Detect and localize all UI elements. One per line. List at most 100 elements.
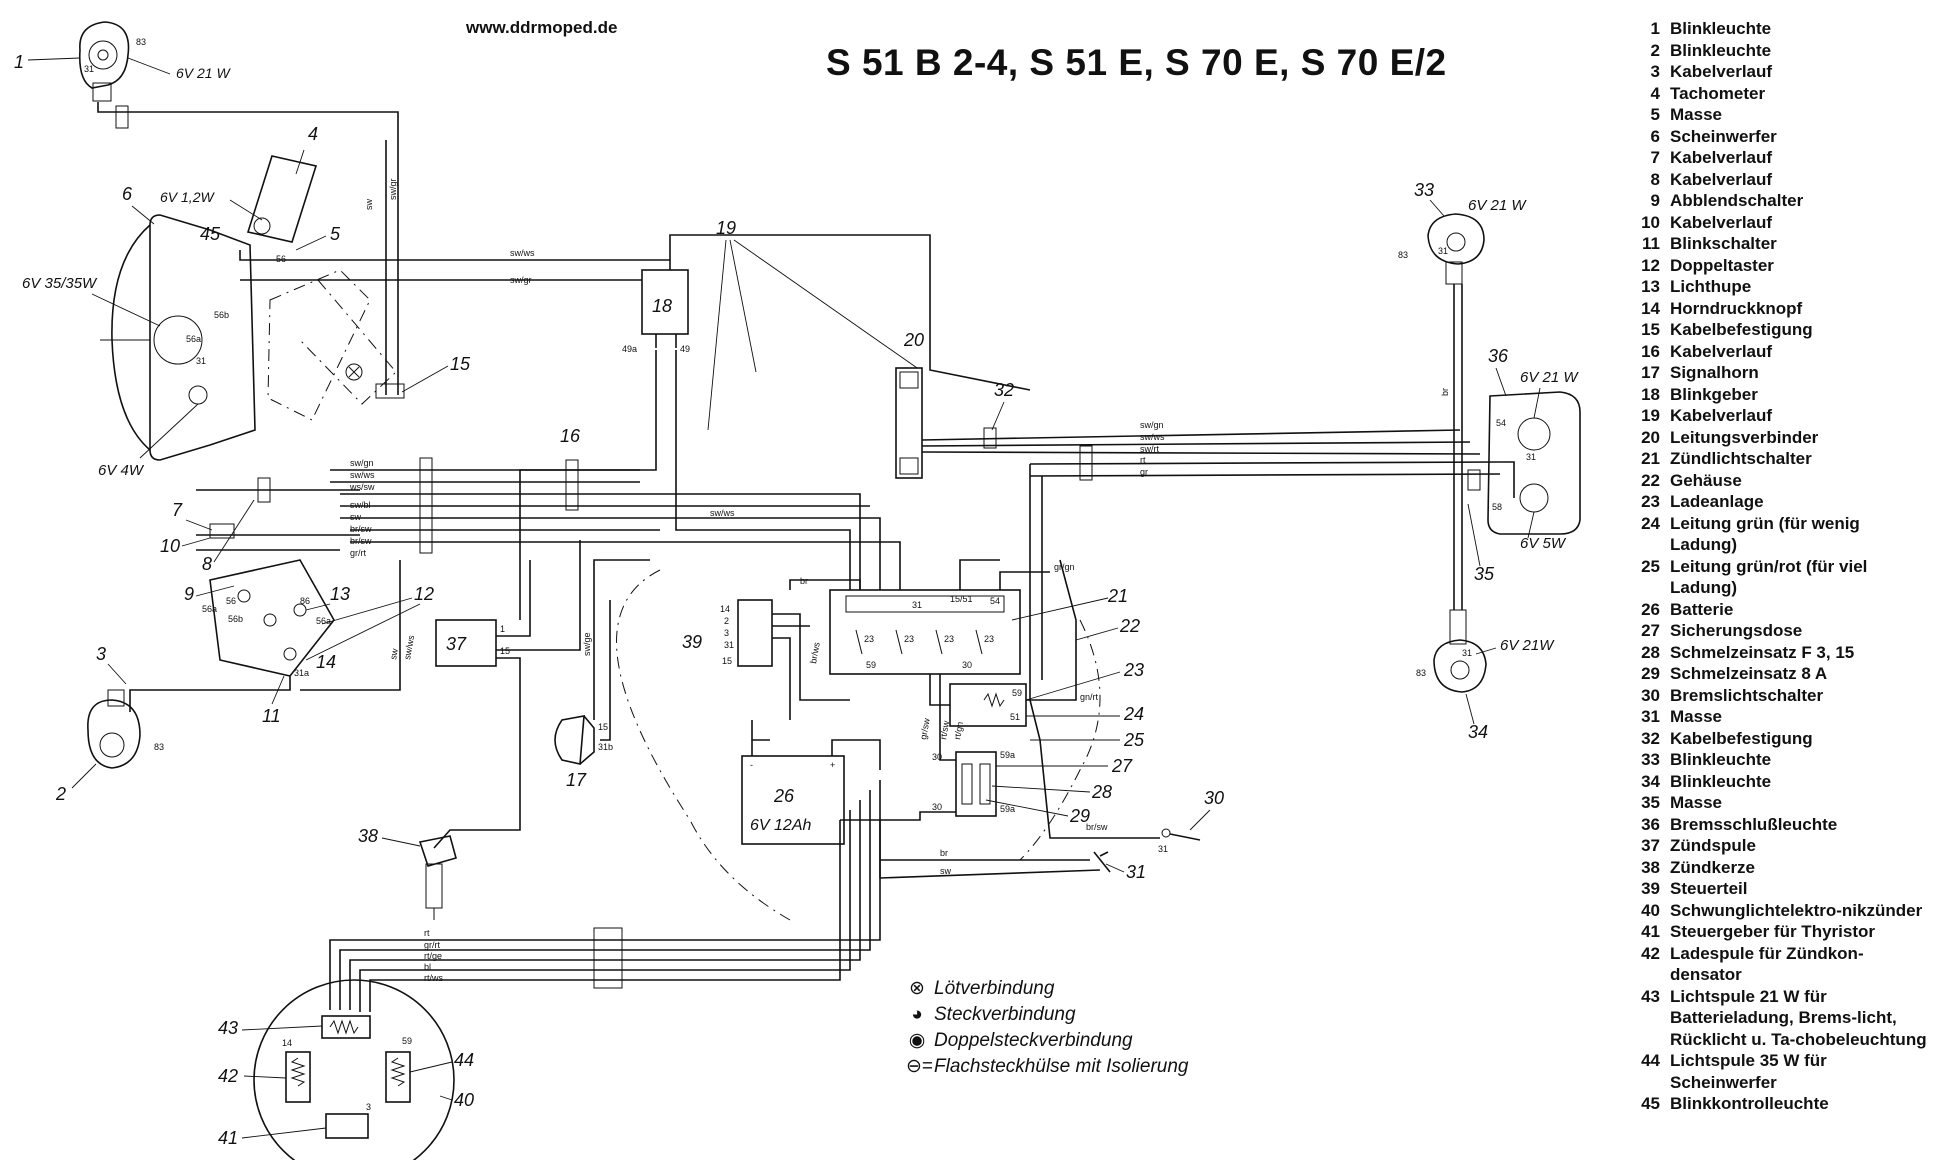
label-20: 20 (903, 330, 924, 350)
label-29: 29 (1069, 806, 1090, 826)
label-3: 3 (96, 644, 106, 664)
label-30: 30 (1204, 788, 1224, 808)
wire-sw4: sw (940, 866, 952, 876)
rear-harness: sw/gn sw/ws sw/rt rt gr (921, 420, 1501, 741)
component-2-indicator: 83 2 (55, 689, 164, 804)
legend-text: Leitung grün/rot (für viel Ladung) (1670, 556, 1868, 598)
terminal-59b: 59a (1000, 804, 1015, 814)
rating-4: 6V 1,2W (160, 189, 215, 205)
label-26: 26 (773, 786, 795, 806)
legend-number: 36 (1641, 814, 1660, 834)
label-2: 2 (55, 784, 66, 804)
rating-6: 6V 35/35W (22, 275, 98, 292)
key-row-flat-sleeve: ⊖=Flachsteckhülse mit Isolierung (906, 1054, 1189, 1080)
legend-text: Horndruckknopf (1670, 298, 1803, 318)
label-45: 45 (200, 224, 221, 244)
label-17: 17 (566, 770, 587, 790)
legend-number: 6 (1650, 126, 1660, 146)
label-39: 39 (682, 632, 702, 652)
terminal-14: 14 (720, 604, 730, 614)
legend-text: Steuergeber für Thyristor (1670, 922, 1875, 941)
rating-36b: 6V 5W (1520, 535, 1567, 552)
wire-sw2: sw (350, 512, 362, 522)
legend-text: Masse (1670, 105, 1722, 124)
key-row-double-plug: ◉Doppelsteckverbindung (906, 1028, 1189, 1054)
wire-rt-gn: rt/gn (952, 721, 965, 740)
terminal-30a: 30 (962, 660, 972, 670)
component-40-stator: 14 59 3 43 42 44 40 41 (218, 979, 474, 1160)
diagram-title: S 51 B 2-4, S 51 E, S 70 E, S 70 E/2 (826, 42, 1447, 83)
wire-sw-ws: sw/ws (510, 248, 535, 258)
legend-text: Lichtspule 35 W für Scheinwerfer (1670, 1051, 1827, 1092)
label-32: 32 (994, 380, 1014, 400)
label-36: 36 (1488, 346, 1509, 366)
legend-text: Scheinwerfer (1670, 126, 1777, 146)
wire-rt-sw: rt/sw (938, 719, 951, 740)
label-40: 40 (454, 1090, 474, 1110)
legend-text: Ladespule für Zündkon-densator (1670, 943, 1864, 985)
label-22: 22 (1119, 616, 1140, 636)
wire-sw-ws3: sw/ws (350, 470, 375, 480)
component-37-ignition-coil: 37 1 15 (433, 540, 581, 849)
legend-number: 18 (1641, 384, 1660, 404)
terminal-58: 58 (1492, 502, 1502, 512)
terminal-56a-sw2: 56a (316, 616, 331, 626)
rating-6b: 6V 4W (98, 462, 145, 479)
legend-text: Ladeanlage (1670, 492, 1764, 511)
wiring-diagram: 83 31 6V 21 W 1 83 2 3 4 6V 1,2W 5 45 56… (14, 21, 1581, 1160)
wire-br3: br (1440, 388, 1450, 396)
wire-sw-gn2: sw/gn (350, 458, 374, 468)
wire-br-sw: br/sw (350, 524, 372, 534)
terminal-83d: 83 (1416, 668, 1426, 678)
label-1: 1 (14, 52, 24, 72)
label-18: 18 (652, 296, 672, 316)
legend-number: 42 (1641, 943, 1660, 963)
wire-ws-sw: ws/sw (349, 482, 375, 492)
rating-36a: 6V 21 W (1520, 369, 1579, 386)
legend-item: 6 Scheinwerfer (1620, 126, 1930, 148)
wire-sw-gr2: sw/gr (388, 178, 398, 200)
legend-text: Steuerteil (1670, 879, 1748, 898)
rating-1: 6V 21 W (176, 65, 231, 81)
legend-text: Tachometer (1670, 83, 1766, 103)
label-25: 25 (1123, 730, 1145, 750)
wire-bl: bl (424, 962, 431, 972)
legend-text: Zündlichtschalter (1670, 449, 1812, 468)
legend-text: Blinkleuchte (1670, 750, 1772, 769)
wire-gn-rt: gn/rt (1080, 692, 1099, 702)
legend-number: 22 (1641, 470, 1660, 490)
wire-gr: gr (1140, 467, 1148, 477)
plug-connection-icon: ◕ (911, 1004, 923, 1025)
terminal-3b: 3 (366, 1102, 371, 1112)
legend-text: Blinkleuchte (1670, 771, 1772, 791)
terminal-15-horn: 15 (598, 722, 608, 732)
terminal-31f: 31 (1158, 844, 1168, 854)
component-33-indicator: 33 6V 21 W 83 31 br (1398, 180, 1527, 610)
legend-number: 30 (1641, 685, 1660, 705)
legend-item: 18 Blinkgeber (1620, 384, 1930, 406)
label-15: 15 (450, 354, 471, 374)
rating-34: 6V 21W (1500, 637, 1555, 654)
component-26-battery: - + 26 6V 12Ah (741, 720, 881, 845)
legend-text: Doppeltaster (1670, 255, 1774, 275)
terminal-14b: 14 (282, 1038, 292, 1048)
legend-number: 13 (1641, 277, 1660, 296)
legend-number: 4 (1650, 83, 1660, 103)
legend-number: 45 (1641, 1094, 1660, 1113)
label-8: 8 (202, 554, 212, 574)
wire-gr-gn: gr/gn (1054, 562, 1075, 572)
legend-text: Blinkgeber (1670, 384, 1758, 404)
terminal-83c: 83 (1398, 250, 1408, 260)
legend-text: Kabelverlauf (1670, 212, 1773, 232)
